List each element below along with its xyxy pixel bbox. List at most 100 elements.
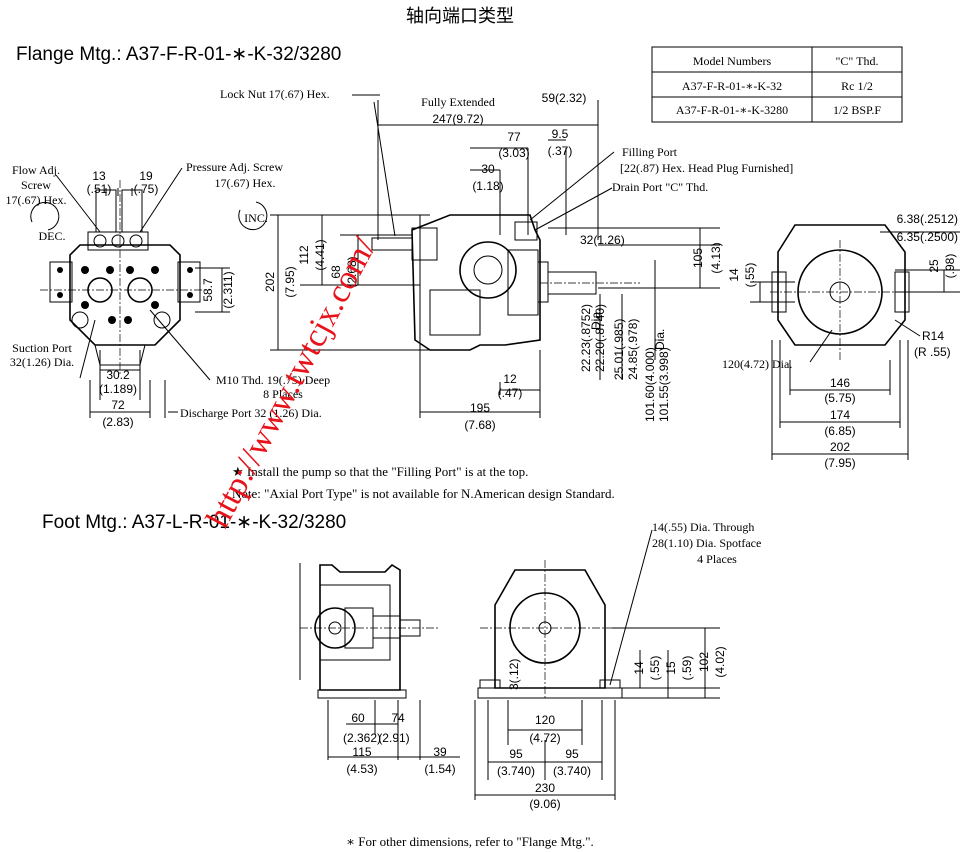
dim-25: 25: [927, 259, 941, 273]
model-table: Model Numbers "C" Thd. A37-F-R-01-∗-K-32…: [651, 46, 903, 123]
flange-front-view: [30, 167, 268, 418]
dim-19-in: (.75): [134, 182, 159, 196]
foot-side-view: [299, 563, 460, 760]
foot-through-label: 14(.55) Dia. Through: [652, 520, 754, 534]
dim-12-in: (.47): [498, 386, 523, 400]
foot-end-view: [474, 529, 720, 800]
foot-dim-39: 39: [433, 745, 447, 759]
dim-30-in: (1.18): [472, 179, 503, 193]
dim-59: 59(2.32): [542, 91, 587, 105]
dim-174: 174: [830, 408, 850, 422]
dim-105-in: (4.13): [709, 242, 723, 273]
key-width-min: 6.35(.2500): [897, 230, 958, 244]
pilot-dia-max: 101.60(4.000): [643, 347, 657, 422]
dim-9-5: 9.5: [552, 127, 569, 141]
dim-58-7-in: (2.311): [221, 271, 235, 308]
foot-dim-95a-in: (3.740): [497, 764, 535, 778]
dim-13-in: (.51): [87, 182, 112, 196]
foot-dim-3: 3(.12): [507, 659, 521, 690]
fully-extended-label: Fully Extended: [421, 95, 495, 109]
dim-30: 30: [481, 162, 495, 176]
dim-32: 32(1.26): [580, 233, 625, 247]
key-dim-min: 24.85(.978): [626, 319, 640, 380]
foot-dim-74: 74: [391, 711, 405, 725]
dim-72-in: (2.83): [102, 415, 133, 429]
drain-port-label: Drain Port "C" Thd.: [612, 180, 708, 194]
eight-places-label: 8 Places: [263, 387, 303, 401]
pressure-hex-label: 17(.67) Hex.: [215, 176, 276, 190]
dim-77: 77: [507, 130, 521, 144]
dim-72: 72: [111, 398, 125, 412]
dim-195-in: (7.68): [464, 418, 495, 432]
foot-dim-14-in: (.55): [648, 656, 662, 681]
dim-14-in: (.55): [743, 263, 757, 288]
foot-dim-95b: 95: [565, 747, 579, 761]
m10-thread-label: M10 Thd. 19(.75) Deep: [216, 373, 330, 387]
foot-dim-15-in: (.59): [680, 656, 694, 681]
table-cell: A37-F-R-01-∗-K-3280: [676, 103, 788, 117]
foot-dim-60: 60: [351, 711, 365, 725]
flange-side-view: [270, 94, 720, 418]
table-cell: Rc 1/2: [841, 79, 873, 93]
foot-dim-230-in: (9.06): [529, 797, 560, 811]
discharge-port-label: Discharge Port 32 (1.26) Dia.: [180, 406, 322, 420]
dim-77-in: (3.03): [498, 146, 529, 160]
flange-heading: Flange Mtg.: A37-F-R-01-∗-K-32/3280: [16, 44, 341, 65]
dim-68: 68: [329, 265, 343, 279]
shaft-dia-min: 22.20(.8740): [593, 304, 607, 372]
foot-spotface-label: 28(1.10) Dia. Spotface: [652, 536, 761, 550]
foot-dim-60-in: (2.362): [343, 731, 381, 745]
table-header-model: Model Numbers: [693, 54, 772, 68]
foot-dim-102: 102: [697, 652, 711, 672]
dim-12: 12: [503, 372, 517, 386]
dim-9-5-in: (.37): [548, 144, 573, 158]
dia-120-label: 120(4.72) Dia.: [722, 357, 792, 371]
foot-dim-230: 230: [535, 781, 555, 795]
dim-146: 146: [830, 376, 850, 390]
r14-in-label: (R .55): [914, 345, 951, 359]
dim-14: 14: [727, 268, 741, 282]
foot-dim-15: 15: [664, 661, 678, 675]
foot-dim-102-in: (4.02): [713, 646, 727, 677]
page-title: 轴向端口类型: [406, 6, 514, 26]
dim-112: 112: [297, 245, 311, 264]
lock-nut-label: Lock Nut 17(.67) Hex.: [220, 87, 330, 101]
suction-port-label: Suction Port: [12, 341, 72, 355]
dim-174-in: (6.85): [824, 424, 855, 438]
shaft-dia-label: Dia.: [589, 309, 603, 330]
shaft-dia-max: 22.23(.8752): [579, 304, 593, 372]
foot-dim-95b-in: (3.740): [553, 764, 591, 778]
inc-label: INC.: [244, 211, 268, 225]
foot-dim-95a: 95: [509, 747, 523, 761]
pilot-dia-label: Dia.: [653, 329, 667, 350]
footnote: ∗ For other dimensions, refer to "Flange…: [346, 834, 594, 849]
foot-dim-115-in: (4.53): [346, 762, 377, 776]
table-header-thread: "C" Thd.: [836, 54, 879, 68]
flow-screw-label: Screw: [21, 178, 51, 192]
foot-dim-74-in: (2.91): [378, 731, 409, 745]
dim-112-in: (4.41): [313, 239, 327, 270]
dim-247: 247(9.72): [432, 112, 483, 126]
dim-68-in: (2.68): [345, 256, 359, 287]
dim-25-in: (.98): [943, 254, 957, 279]
dim-105: 105: [691, 248, 705, 268]
suction-dia-label: 32(1.26) Dia.: [10, 355, 74, 369]
dim-30-2: 30.2: [106, 368, 130, 382]
pressure-adj-label: Pressure Adj. Screw: [186, 160, 283, 174]
axial-port-note: Note: "Axial Port Type" is not available…: [232, 486, 615, 501]
flow-adj-label: Flow Adj.: [12, 163, 60, 177]
filling-port-label: Filling Port: [622, 145, 678, 159]
dim-202-in: (7.95): [824, 456, 855, 470]
foot-dim-115: 115: [352, 745, 371, 759]
foot-dim-39-in: (1.54): [424, 762, 455, 776]
dim-202-v: 202: [263, 272, 277, 292]
r14-label: R14: [922, 329, 944, 343]
key-width-max: 6.38(.2512): [897, 212, 958, 226]
dim-202: 202: [830, 440, 850, 454]
dim-202-v-in: (7.95): [283, 266, 297, 297]
dim-13: 13: [92, 169, 106, 183]
foot-dim-120: 120: [535, 713, 555, 727]
table-cell: A37-F-R-01-∗-K-32: [682, 79, 782, 93]
